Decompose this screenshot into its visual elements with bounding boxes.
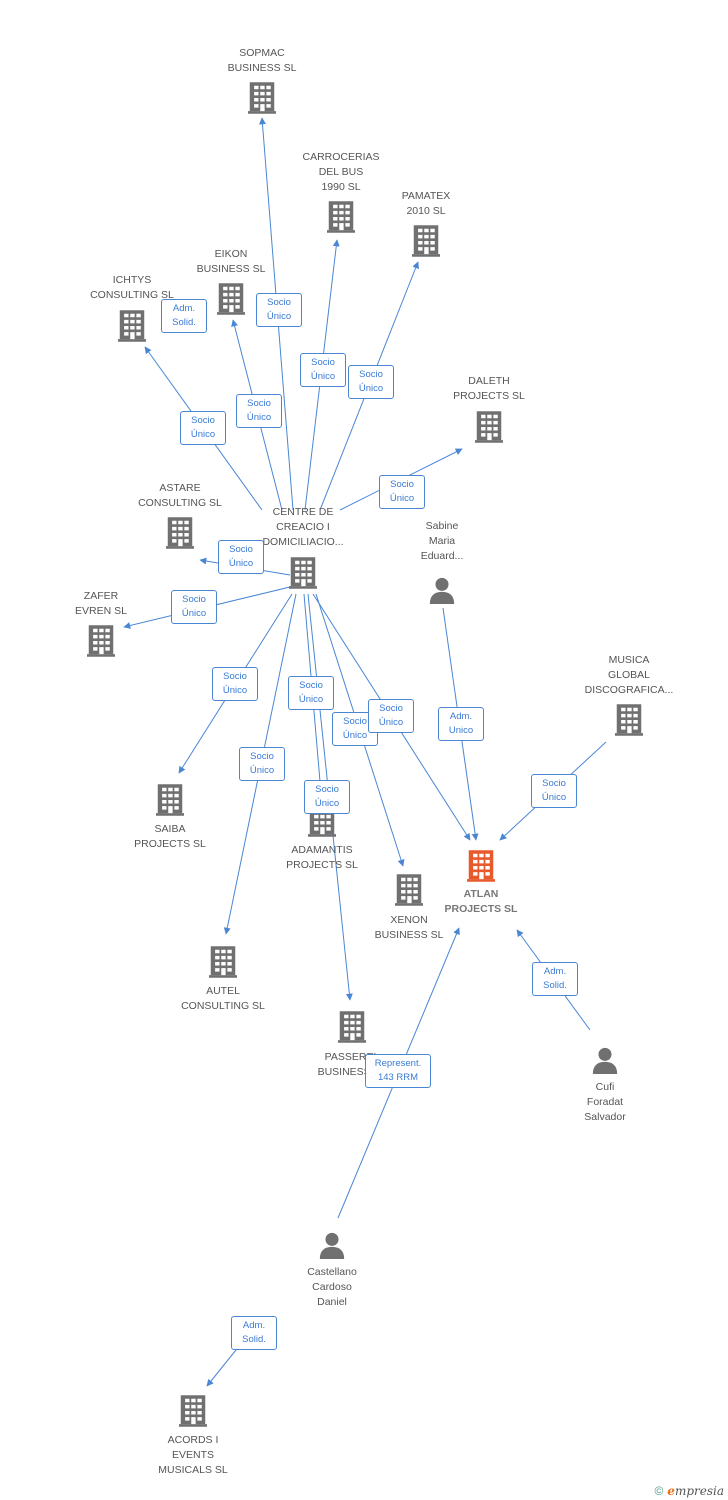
edge-label-centre-autel[interactable]: Socio Único	[239, 747, 285, 781]
autel-building-icon[interactable]	[209, 946, 237, 978]
node-label-sabine[interactable]: Sabine Maria Eduard...	[420, 520, 464, 562]
brand-logo-e: e	[667, 1484, 675, 1498]
carrocerias-building-icon[interactable]	[327, 201, 355, 233]
node-label-atlan[interactable]: ATLAN PROJECTS SL	[444, 888, 518, 915]
atlan-building-icon[interactable]	[467, 850, 495, 882]
edge-label-centre-sopmac[interactable]: Socio Único	[256, 293, 302, 327]
edge-label-centre-ichtys[interactable]: Socio Único	[180, 411, 226, 445]
edge-label-centre-zafer[interactable]: Socio Único	[171, 590, 217, 624]
edge-label-sabine-atlan[interactable]: Adm. Unico	[438, 707, 484, 741]
brand-logo-text: mpresia	[674, 1484, 724, 1498]
musica-building-icon[interactable]	[615, 704, 643, 736]
pamatex-building-icon[interactable]	[412, 225, 440, 257]
node-label-daleth[interactable]: DALETH PROJECTS SL	[453, 375, 525, 402]
edge-label-cufi-atlan[interactable]: Adm. Solid.	[532, 962, 578, 996]
node-label-musica[interactable]: MUSICA GLOBAL DISCOGRAFICA...	[584, 654, 674, 696]
ichtys-building-icon[interactable]	[118, 310, 146, 342]
node-label-centre[interactable]: CENTRE DE CREACIO I DOMICILIACIO...	[262, 506, 344, 548]
saiba-building-icon[interactable]	[156, 784, 184, 816]
node-label-xenon[interactable]: XENON BUSINESS SL	[374, 914, 444, 941]
edge-label-centre-saiba[interactable]: Socio Único	[212, 667, 258, 701]
footer-brand: ©empresia	[654, 1484, 724, 1498]
edge-label-centre-atlan[interactable]: Socio Único	[368, 699, 414, 733]
astare-building-icon[interactable]	[166, 517, 194, 549]
eikon-building-icon[interactable]	[217, 283, 245, 315]
edge-label-castellano-acords[interactable]: Adm. Solid.	[231, 1316, 277, 1350]
edge-label-castellano-atlan[interactable]: Represent. 143 RRM	[365, 1054, 431, 1088]
acords-building-icon[interactable]	[179, 1395, 207, 1427]
node-label-astare[interactable]: ASTARE CONSULTING SL	[138, 482, 222, 509]
edge-label-centre-daleth[interactable]: Socio Único	[379, 475, 425, 509]
node-label-castellano[interactable]: Castellano Cardoso Daniel	[307, 1266, 357, 1308]
node-label-cufi[interactable]: Cufi Foradat Salvador	[584, 1081, 626, 1123]
passerel-building-icon[interactable]	[338, 1011, 366, 1043]
edge-label-centre-pamatex[interactable]: Socio Único	[348, 365, 394, 399]
edge-castellano-acords	[206, 1344, 241, 1387]
node-label-zafer[interactable]: ZAFER EVREN SL	[75, 590, 127, 617]
centre-building-icon[interactable]	[289, 557, 317, 589]
node-label-adamantis[interactable]: ADAMANTIS PROJECTS SL	[286, 844, 358, 871]
sopmac-building-icon[interactable]	[248, 82, 276, 114]
cufi-person-icon[interactable]	[592, 1047, 618, 1074]
node-label-carrocerias[interactable]: CARROCERIAS DEL BUS 1990 SL	[302, 151, 380, 193]
sabine-person-icon[interactable]	[429, 577, 455, 604]
edge-label-centre-eikon[interactable]: Socio Único	[236, 394, 282, 428]
node-label-autel[interactable]: AUTEL CONSULTING SL	[181, 985, 265, 1012]
copyright-icon: ©	[654, 1484, 664, 1498]
node-label-acords[interactable]: ACORDS I EVENTS MUSICALS SL	[158, 1434, 228, 1476]
node-label-eikon[interactable]: EIKON BUSINESS SL	[196, 248, 266, 275]
edge-label-centre-adamantis[interactable]: Socio Único	[288, 676, 334, 710]
edge-label-musica-atlan[interactable]: Socio Único	[531, 774, 577, 808]
zafer-building-icon[interactable]	[87, 625, 115, 657]
edge-label-ichtys-self[interactable]: Adm. Solid.	[161, 299, 207, 333]
edge-label-centre-passerel[interactable]: Socio Único	[304, 780, 350, 814]
node-label-ichtys[interactable]: ICHTYS CONSULTING SL	[90, 274, 174, 301]
edge-label-centre-astare[interactable]: Socio Único	[218, 540, 264, 574]
castellano-person-icon[interactable]	[319, 1232, 345, 1259]
node-label-saiba[interactable]: SAIBA PROJECTS SL	[134, 823, 206, 850]
node-label-pamatex[interactable]: PAMATEX 2010 SL	[401, 190, 451, 217]
node-label-sopmac[interactable]: SOPMAC BUSINESS SL	[227, 47, 297, 74]
edge-label-centre-carrocerias[interactable]: Socio Único	[300, 353, 346, 387]
daleth-building-icon[interactable]	[475, 411, 503, 443]
